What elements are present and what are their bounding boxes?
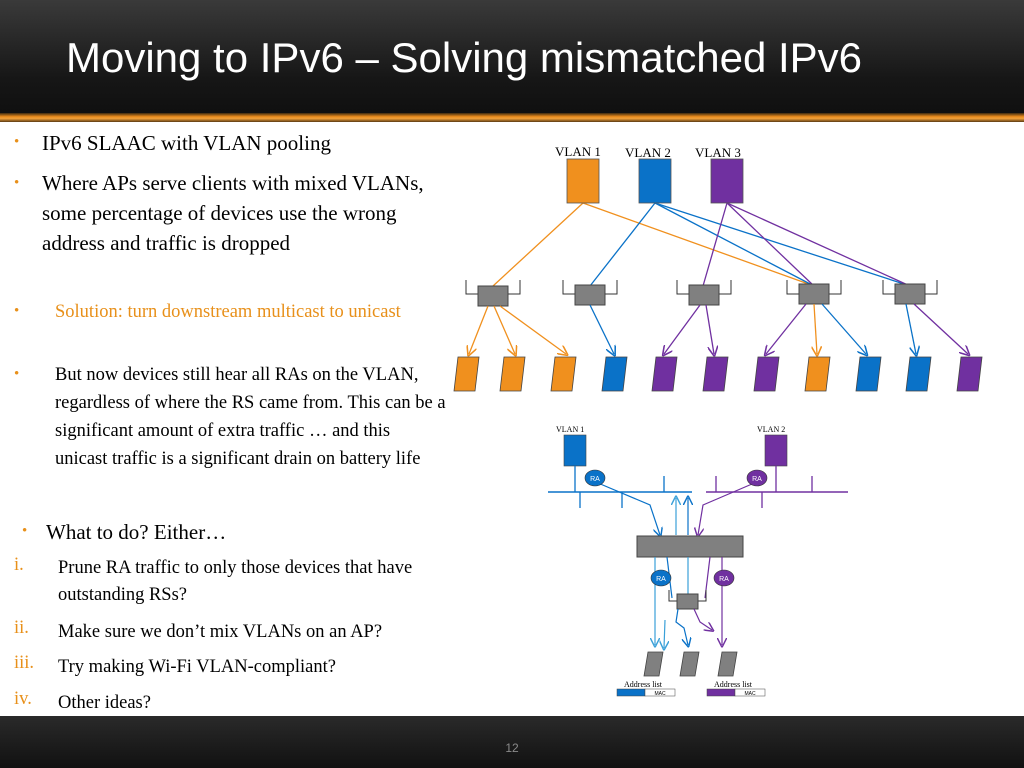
client-device bbox=[453, 356, 480, 392]
client-device bbox=[702, 356, 729, 392]
bullet-dot: • bbox=[22, 523, 28, 539]
ra-bubble: RA bbox=[584, 469, 606, 487]
link-vlan2-ap4 bbox=[654, 202, 815, 287]
bullet-dot: • bbox=[14, 366, 20, 382]
client-device bbox=[956, 356, 983, 392]
title-accent-stripe bbox=[0, 113, 1024, 122]
ra-bubble: RA bbox=[746, 469, 768, 487]
link-vlan3-ap3 bbox=[702, 202, 728, 287]
client-device bbox=[651, 356, 678, 392]
bullet-dot: • bbox=[14, 134, 20, 150]
mac-label: MAC bbox=[744, 691, 756, 697]
sub-bullet-drawback: But now devices still hear all RAs on th… bbox=[55, 365, 446, 469]
access-point-3 bbox=[688, 284, 720, 306]
link-vlan2-ap5 bbox=[654, 202, 911, 287]
access-point-small bbox=[676, 593, 699, 610]
vlan1-router-small bbox=[563, 434, 587, 467]
link-vlan3-ap4 bbox=[726, 202, 815, 287]
option-no-mixed-vlans: Make sure we don’t mix VLANs on an AP? bbox=[58, 622, 383, 642]
link-vlan1-ap1 bbox=[492, 202, 584, 287]
link-vlan3-ap5 bbox=[726, 202, 911, 287]
option-numeral: ii. bbox=[14, 618, 29, 638]
client-device bbox=[499, 356, 526, 392]
page-number: 12 bbox=[505, 741, 519, 755]
client-device bbox=[601, 356, 628, 392]
vlan1-label: VLAN 1 bbox=[555, 144, 601, 159]
option-numeral: iii. bbox=[14, 653, 35, 673]
access-points bbox=[465, 280, 938, 295]
vlan3-label: VLAN 3 bbox=[695, 145, 741, 160]
ra-bubble: RA bbox=[713, 569, 735, 587]
top-diagram: VLAN 1 VLAN 2 VLAN 3 bbox=[453, 144, 983, 392]
option-numeral: i. bbox=[14, 555, 24, 575]
option-other-ideas: Other ideas? bbox=[58, 693, 151, 713]
svg-text:RA: RA bbox=[719, 576, 729, 583]
footer-bar bbox=[0, 716, 1024, 768]
address-list-label: Address list bbox=[714, 680, 753, 689]
bullet-dot: • bbox=[14, 175, 20, 191]
option-numeral: iv. bbox=[14, 689, 32, 709]
link-vlan2-ap2 bbox=[589, 202, 656, 287]
access-point-2 bbox=[574, 284, 606, 306]
bullet-slaac: IPv6 SLAAC with VLAN pooling bbox=[42, 131, 331, 155]
vlan2-router-small bbox=[764, 434, 788, 467]
ra-bubble: RA bbox=[650, 569, 672, 587]
bullet-dot: • bbox=[14, 303, 20, 319]
client-device bbox=[804, 356, 831, 392]
client-device-small bbox=[717, 651, 738, 677]
vlan2-router bbox=[638, 158, 672, 204]
svg-text:RA: RA bbox=[656, 576, 666, 583]
address-list-label: Address list bbox=[624, 680, 663, 689]
client-device-small bbox=[679, 651, 700, 677]
vlan1-router bbox=[566, 158, 600, 204]
access-point-5 bbox=[894, 283, 926, 305]
vlan3-router bbox=[710, 158, 744, 204]
client-device-small bbox=[643, 651, 664, 677]
vlan2-label: VLAN 2 bbox=[625, 145, 671, 160]
client-devices bbox=[453, 356, 983, 392]
mac-label: MAC bbox=[654, 691, 666, 697]
access-point-1 bbox=[477, 285, 509, 307]
sub-bullet-solution: Solution: turn downstream multicast to u… bbox=[55, 302, 401, 322]
vlan2-label-small: VLAN 2 bbox=[757, 425, 785, 434]
client-device bbox=[855, 356, 882, 392]
access-point-4 bbox=[798, 283, 830, 305]
bullet-mixed-vlans: Where APs serve clients with mixed VLANs… bbox=[42, 171, 424, 255]
option-prune-ra: Prune RA traffic to only those devices t… bbox=[58, 558, 413, 605]
link-vlan1-ap4 bbox=[582, 202, 815, 287]
svg-text:RA: RA bbox=[590, 476, 600, 483]
client-device bbox=[905, 356, 932, 392]
client-device bbox=[753, 356, 780, 392]
vlan1-label-small: VLAN 1 bbox=[556, 425, 584, 434]
switch bbox=[636, 535, 744, 558]
title-bar bbox=[0, 0, 1024, 113]
client-device bbox=[550, 356, 577, 392]
bottom-diagram: VLAN 1 VLAN 2 RA RA bbox=[548, 425, 848, 697]
option-vlan-compliant: Try making Wi-Fi VLAN-compliant? bbox=[58, 657, 336, 677]
slide-title: Moving to IPv6 – Solving mismatched IPv6 bbox=[66, 34, 863, 81]
svg-text:RA: RA bbox=[752, 476, 762, 483]
bullet-what-to-do: What to do? Either… bbox=[46, 520, 227, 544]
